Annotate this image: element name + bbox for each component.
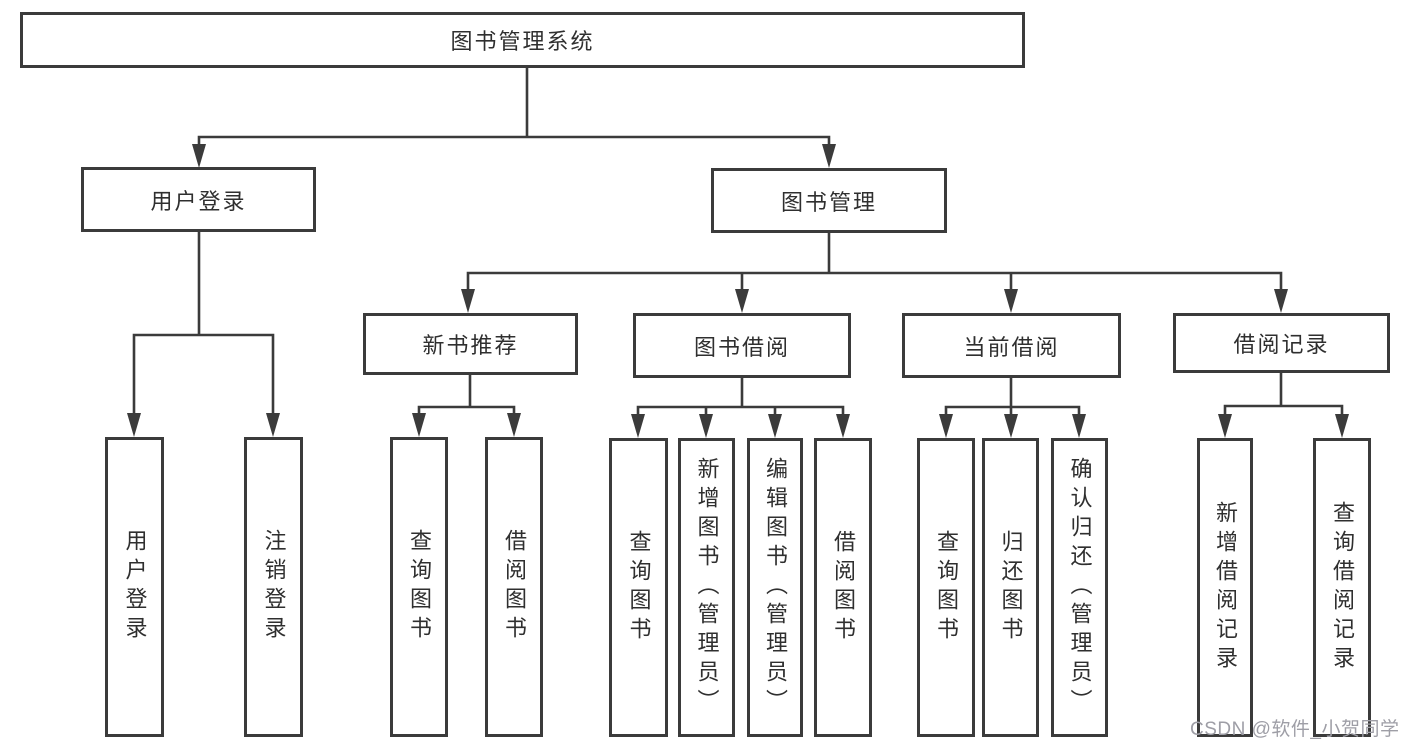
leaf-query-book-borrow: 查询图书 [609, 438, 668, 737]
arrowhead [822, 144, 836, 168]
arrowhead [127, 413, 141, 437]
arrowhead [836, 414, 850, 438]
leaf-query-book-recommend: 查询图书 [390, 437, 448, 737]
arrowhead [1004, 414, 1018, 438]
leaf-add-borrow-record: 新增借阅记录 [1197, 438, 1253, 737]
arrowhead [1072, 414, 1086, 438]
arrowhead [699, 414, 713, 438]
leaf-query-borrow-record: 查询借阅记录 [1313, 438, 1371, 737]
arrowhead [507, 413, 521, 437]
node-book-management: 图书管理 [711, 168, 947, 233]
arrowhead [735, 289, 749, 313]
csdn-watermark: CSDN @软件_小贺同学 [1190, 719, 1400, 740]
node-book-borrow: 图书借阅 [633, 313, 851, 378]
arrowhead [192, 144, 206, 168]
arrowhead [266, 413, 280, 437]
leaf-borrow-book: 借阅图书 [814, 438, 872, 737]
arrowhead [939, 414, 953, 438]
arrowhead [461, 289, 475, 313]
node-root: 图书管理系统 [20, 12, 1025, 68]
leaf-confirm-return-admin: 确认归还（管理员） [1051, 438, 1108, 737]
arrowheads [127, 144, 1349, 438]
leaf-user-login: 用户登录 [105, 437, 164, 737]
node-user-login: 用户登录 [81, 167, 316, 232]
arrowhead [768, 414, 782, 438]
arrowhead [1004, 289, 1018, 313]
connector-lines [132, 66, 1344, 419]
node-current-borrow: 当前借阅 [902, 313, 1121, 378]
leaf-add-book-admin: 新增图书（管理员） [678, 438, 735, 737]
arrowhead [1218, 414, 1232, 438]
arrowhead [412, 413, 426, 437]
leaf-edit-book-admin: 编辑图书（管理员） [747, 438, 803, 737]
arrowhead [1274, 289, 1288, 313]
leaf-borrow-book-recommend: 借阅图书 [485, 437, 543, 737]
leaf-query-book-current: 查询图书 [917, 438, 975, 737]
leaf-return-book: 归还图书 [982, 438, 1039, 737]
arrowhead [1335, 414, 1349, 438]
leaf-logout: 注销登录 [244, 437, 303, 737]
node-borrow-records: 借阅记录 [1173, 313, 1390, 373]
arrowhead [631, 414, 645, 438]
node-new-book-recommend: 新书推荐 [363, 313, 578, 375]
